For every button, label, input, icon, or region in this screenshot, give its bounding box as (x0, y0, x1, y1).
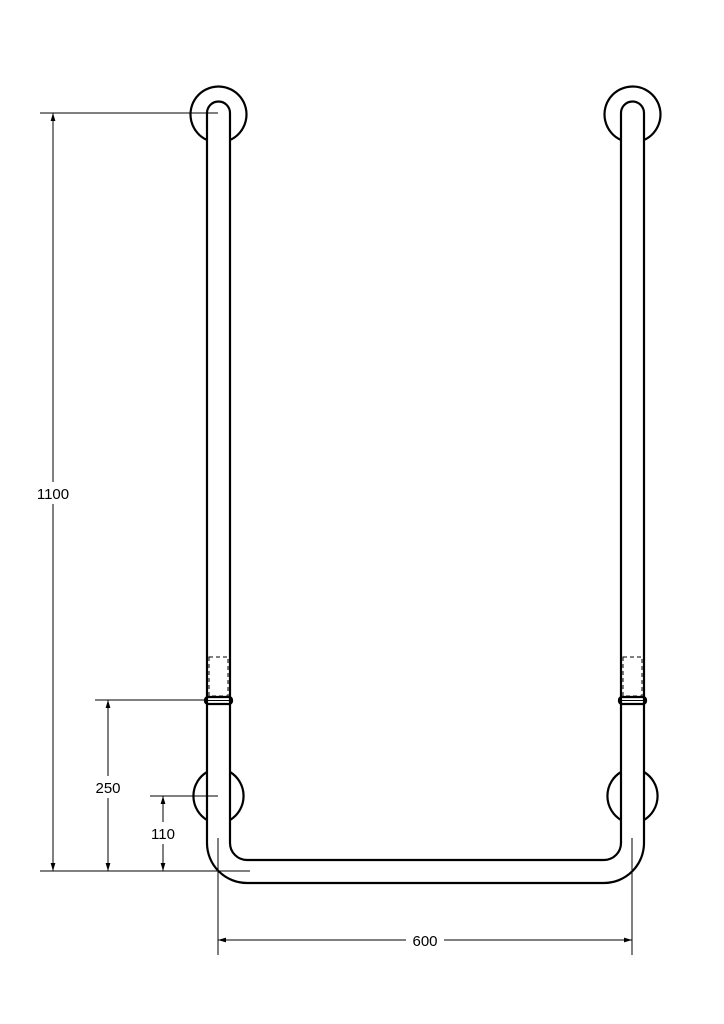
tube-outer (205, 100, 646, 885)
dimension-lines (40, 112, 633, 955)
rosette-top-right (603, 85, 662, 142)
grab-bar (189, 85, 662, 885)
joint-band-right (617, 695, 648, 706)
rosette-top-left (189, 85, 248, 142)
hidden-insert (208, 656, 643, 697)
dim-joint-height: 250 (95, 780, 120, 797)
rosette-bottom-right (606, 771, 659, 821)
dim-width: 600 (412, 933, 437, 950)
dim-rosette-height: 110 (151, 826, 175, 843)
dim-total-height: 1100 (37, 486, 69, 503)
